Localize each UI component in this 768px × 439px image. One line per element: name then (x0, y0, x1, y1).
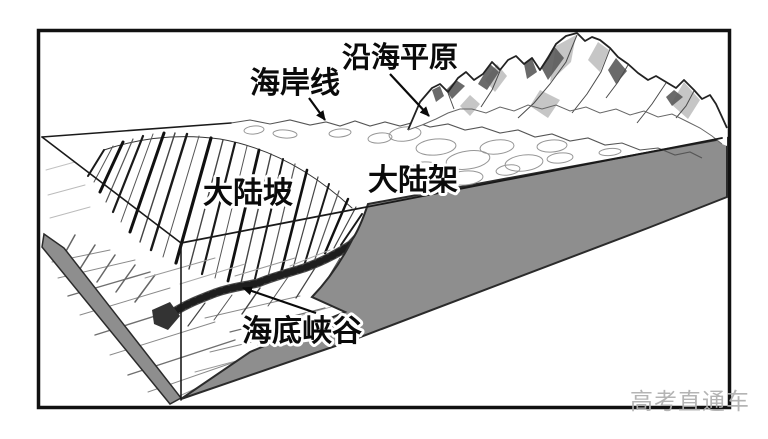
mountain-range (407, 32, 728, 146)
crust-front-face (180, 136, 728, 400)
box-edge-left-top (41, 136, 182, 244)
submarine-canyon-arrow (242, 286, 317, 315)
callout-arrows (242, 73, 430, 315)
label-coastal-plain: 沿海平原 (342, 41, 458, 74)
coastal-plain-arrow (389, 73, 430, 117)
label-continental-shelf: 大陆架 (368, 164, 458, 197)
box-edge-rear-top (41, 122, 232, 138)
mountain-base-line (407, 104, 723, 145)
submarine-canyon-channel (152, 239, 357, 330)
crust-left-face (41, 232, 183, 405)
watermark-text: 高考直通车 (630, 388, 750, 414)
continental-slope-hatching (59, 131, 368, 327)
label-continental-slope: 大陆坡 (203, 177, 293, 210)
label-submarine-canyon: 海底峡谷 (242, 315, 362, 348)
shelf-texture (243, 125, 622, 192)
coastline-line (230, 119, 703, 159)
coastline-arrow (308, 97, 326, 121)
label-coastline: 海岸线 (250, 67, 340, 100)
box-edge-front-top (180, 137, 723, 244)
water-box-wireframe (41, 122, 723, 401)
